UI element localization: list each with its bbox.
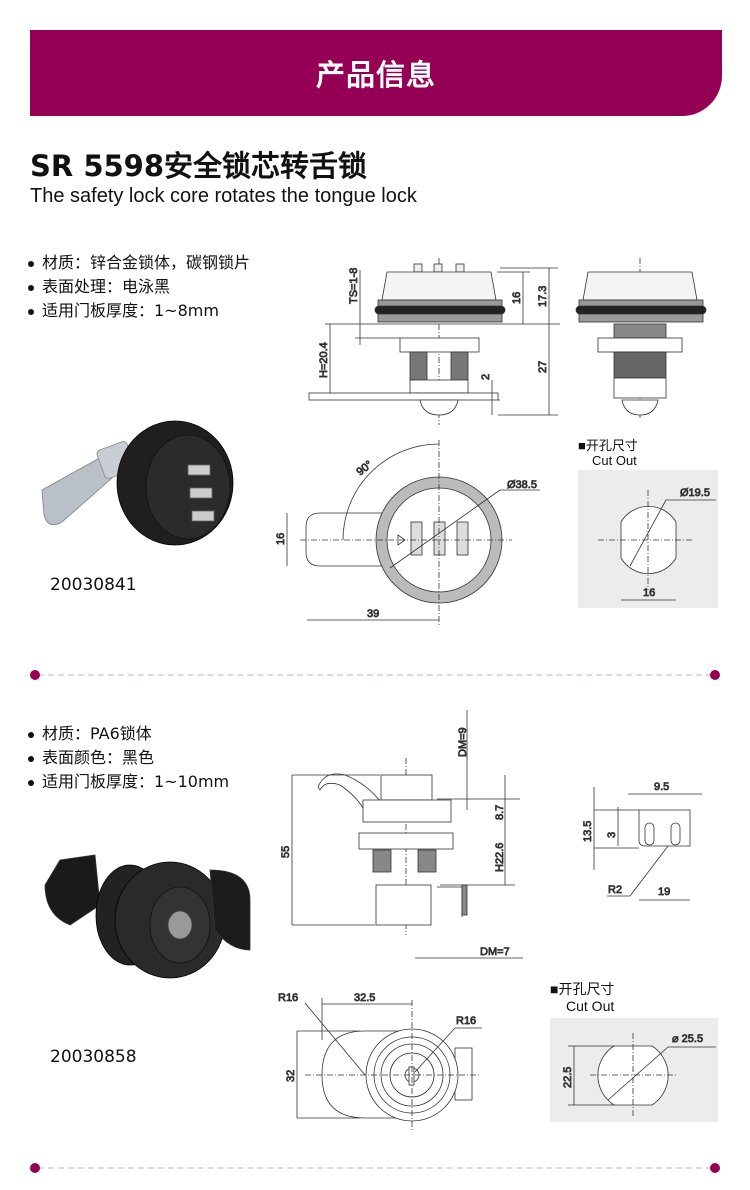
dim-h: H=20.4 bbox=[318, 342, 330, 378]
cutout-dia-2: ⌀ 25.5 bbox=[672, 1033, 703, 1045]
cutout-diagram-2: ⌀ 25.5 22.5 bbox=[550, 1018, 718, 1122]
product-title: SR 5598安全锁芯转舌锁 bbox=[30, 149, 368, 183]
header-title: 产品信息 bbox=[315, 58, 436, 92]
section-divider bbox=[30, 1163, 720, 1173]
spec-item: 材质：PA6锁体 bbox=[28, 722, 229, 746]
dim-17-3: 17.3 bbox=[537, 286, 549, 307]
cutout-width: 16 bbox=[643, 587, 655, 599]
dim-dm9: DM=9 bbox=[457, 727, 469, 757]
side-view-2: DM=9 55 8.7 H22.6 DM=7 bbox=[280, 710, 523, 959]
dim-13-5: 13.5 bbox=[582, 821, 594, 842]
dim-16: 16 bbox=[511, 292, 523, 304]
dim-8-7: 8.7 bbox=[494, 805, 506, 820]
cutout-height-2: 22.5 bbox=[562, 1067, 574, 1088]
product-code-2: 20030858 bbox=[50, 1047, 137, 1067]
spec-item: 表面处理：电泳黑 bbox=[28, 275, 250, 299]
spec-list-1: 材质：锌合金锁体，碳钢锁片 表面处理：电泳黑 适用门板厚度：1~8mm bbox=[28, 251, 250, 323]
top-view-1: 90° Ø38.5 16 39 bbox=[275, 440, 540, 625]
cutout-diagram-1: Ø19.5 16 bbox=[578, 470, 718, 608]
dim-r16-b: R16 bbox=[456, 1015, 476, 1027]
dim-2: 2 bbox=[480, 374, 492, 380]
header-banner: 产品信息 bbox=[30, 30, 722, 116]
spec-item: 适用门板厚度：1~10mm bbox=[28, 770, 229, 794]
spec-list-2: 材质：PA6锁体 表面颜色：黑色 适用门板厚度：1~10mm bbox=[28, 722, 229, 794]
dim-dia: Ø38.5 bbox=[507, 479, 537, 491]
dim-19: 19 bbox=[658, 886, 670, 898]
cutout-label-1: ■开孔尺寸 Cut Out bbox=[578, 438, 638, 468]
dim-dm7: DM=7 bbox=[480, 946, 510, 958]
dim-32: 32 bbox=[285, 1070, 297, 1082]
product-code-1: 20030841 bbox=[50, 575, 137, 595]
bracket-diagram: 9.5 13.5 3 R2 19 bbox=[582, 781, 702, 901]
dim-9-5: 9.5 bbox=[654, 781, 669, 793]
dim-32-5: 32.5 bbox=[354, 992, 375, 1004]
bottom-view-2: R16 32.5 R16 32 bbox=[278, 992, 482, 1132]
dim-h22-6: H22.6 bbox=[494, 843, 506, 872]
side-view-1: TS=1-8 H=20.4 16 17.3 27 2 bbox=[308, 258, 560, 425]
spec-item: 表面颜色：黑色 bbox=[28, 746, 229, 770]
spec-item: 适用门板厚度：1~8mm bbox=[28, 299, 250, 323]
section-divider bbox=[30, 670, 720, 680]
cutout-dia: Ø19.5 bbox=[680, 487, 710, 499]
product-photo-2 bbox=[44, 854, 251, 979]
dim-27: 27 bbox=[537, 361, 549, 373]
dim-width-16: 16 bbox=[275, 533, 287, 545]
cutout-label-2: ■开孔尺寸 Cut Out bbox=[550, 981, 615, 1014]
dim-3: 3 bbox=[606, 832, 618, 838]
dim-ts: TS=1-8 bbox=[348, 268, 360, 304]
product-subtitle: The safety lock core rotates the tongue … bbox=[30, 185, 417, 207]
spec-item: 材质：锌合金锁体，碳钢锁片 bbox=[28, 251, 250, 275]
dim-r2: R2 bbox=[608, 884, 622, 896]
side-view-1b bbox=[575, 258, 707, 420]
dim-angle: 90° bbox=[354, 459, 375, 479]
product-photo-1 bbox=[41, 420, 234, 546]
dim-55: 55 bbox=[280, 846, 292, 858]
dim-r16-a: R16 bbox=[278, 992, 298, 1004]
dim-length-39: 39 bbox=[367, 608, 379, 620]
